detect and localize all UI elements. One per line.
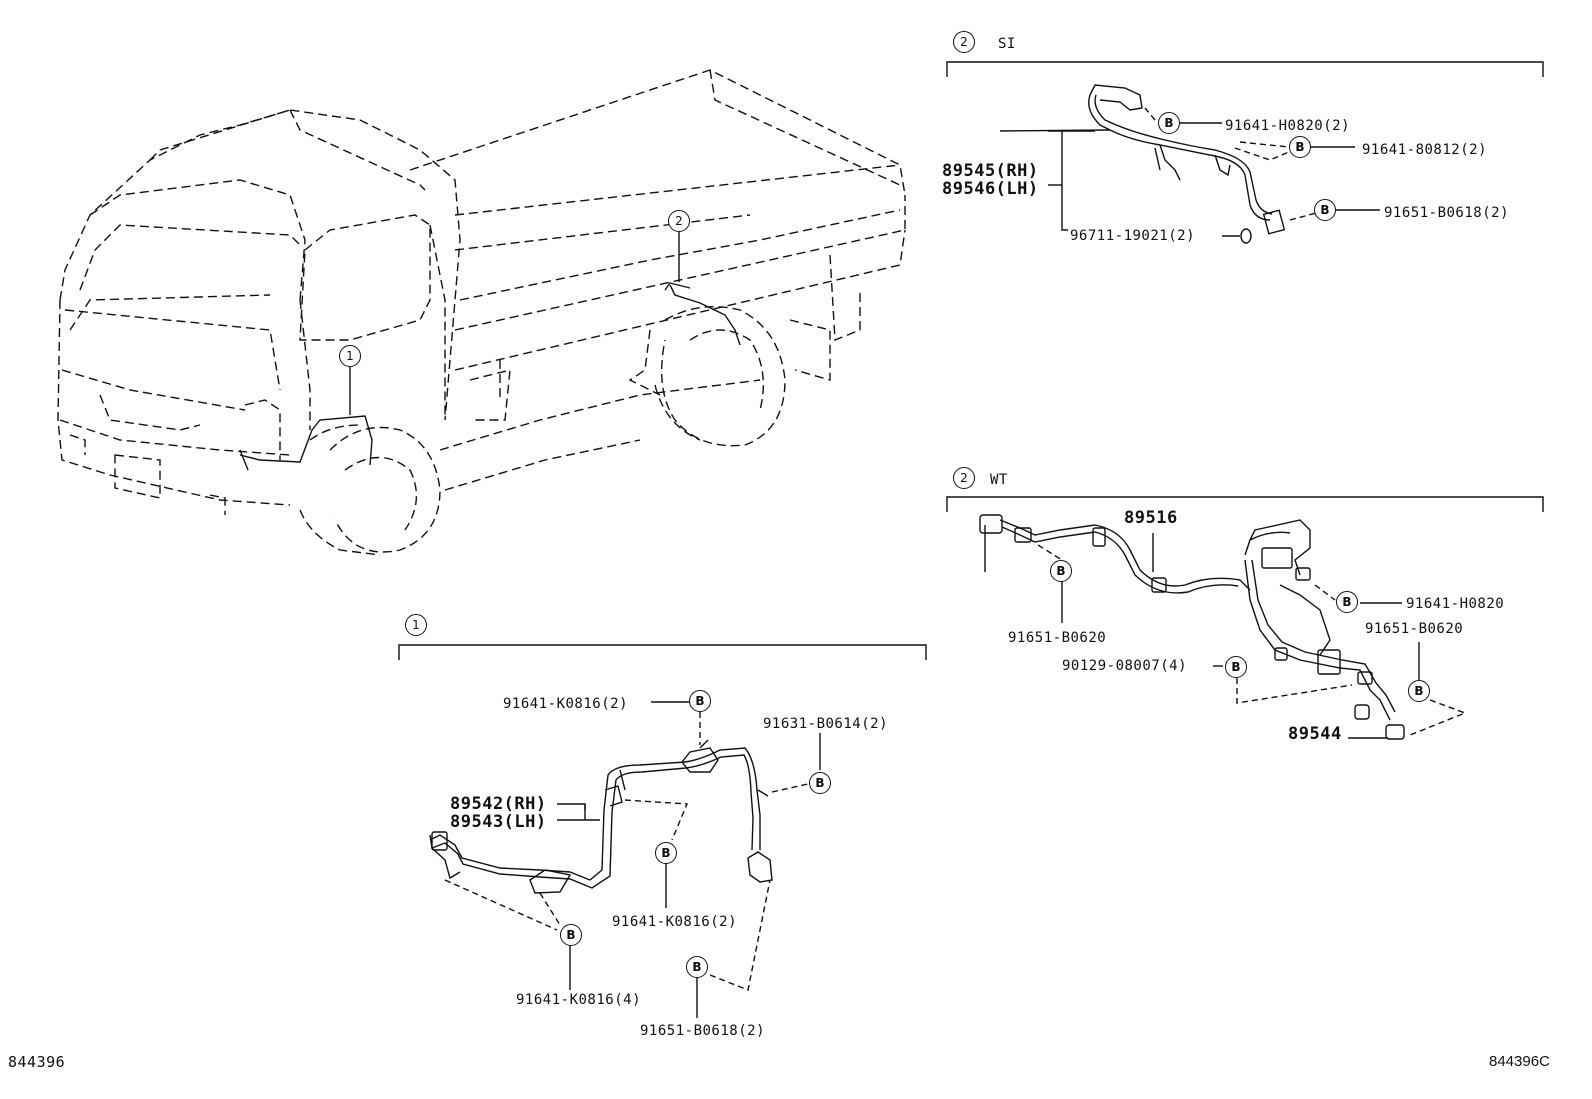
bolt-symbol-s1-2: B	[809, 772, 831, 794]
part-label-s1-p5: 91651-B0618(2)	[640, 1023, 766, 1039]
part-label-s1-p3: 91641-K0816(2)	[612, 914, 738, 930]
bolt-symbol-si-1: B	[1158, 112, 1180, 134]
section-wt-title: WT	[990, 472, 1008, 488]
bolt-symbol-wt-4: B	[1408, 680, 1430, 702]
part-label-wt-p4: 90129-08007(4)	[1062, 658, 1188, 674]
part-label-wt-p1: 91651-B0620	[1008, 630, 1107, 646]
part-label-s1-p1: 91641-K0816(2)	[503, 696, 629, 712]
truck-sensor-wires	[239, 232, 741, 471]
footer-left-code: 844396	[8, 1053, 66, 1071]
truck-callout-2: 2	[668, 210, 690, 232]
part-label-wt-p2: 91641-H0820	[1406, 596, 1505, 612]
part-label-si-harness-rh: 89545(RH)	[942, 161, 1039, 181]
bolt-symbol-s1-3: B	[655, 842, 677, 864]
section-wt-harness	[979, 514, 1405, 740]
bolt-symbol-si-3: B	[1314, 199, 1336, 221]
bolt-symbol-wt-3: B	[1225, 656, 1247, 678]
section-si-harness	[1088, 84, 1286, 244]
section-1-harness	[429, 739, 773, 894]
part-label-si-p2: 91641-80812(2)	[1362, 142, 1488, 158]
part-label-s1-p4: 91641-K0816(4)	[516, 992, 642, 1008]
footer-right-code: 844396C	[1489, 1053, 1550, 1070]
section-si-frame	[946, 61, 1544, 77]
part-label-si-harness-lh: 89546(LH)	[942, 179, 1039, 199]
part-label-si-p1: 91641-H0820(2)	[1225, 118, 1351, 134]
section-si-ref: 2	[953, 31, 975, 53]
part-label-s1-harness-rh: 89542(RH)	[450, 794, 547, 814]
bolt-symbol-s1-4: B	[560, 924, 582, 946]
section-wt-ref: 2	[953, 467, 975, 489]
bolt-symbol-s1-1: B	[689, 690, 711, 712]
part-label-wt-harness: 89516	[1124, 508, 1178, 528]
section-1-ref: 1	[405, 614, 427, 636]
bolt-symbol-s1-5: B	[686, 956, 708, 978]
truck-callout-1: 1	[339, 345, 361, 367]
part-label-wt-p3: 91651-B0620	[1365, 621, 1464, 637]
part-label-s1-p2: 91631-B0614(2)	[763, 716, 889, 732]
section-wt-leaders	[1037, 533, 1467, 739]
section-1-frame	[398, 644, 927, 660]
bolt-symbol-si-2: B	[1289, 136, 1311, 158]
bolt-symbol-wt-1: B	[1050, 560, 1072, 582]
part-label-si-p3: 91651-B0618(2)	[1384, 205, 1510, 221]
bolt-symbol-wt-2: B	[1336, 591, 1358, 613]
section-si-title: SI	[998, 36, 1016, 52]
truck-illustration	[57, 69, 906, 556]
part-label-si-p4: 96711-19021(2)	[1070, 228, 1196, 244]
part-label-wt-sensor: 89544	[1288, 724, 1342, 744]
section-1-leaders	[444, 701, 821, 1018]
section-wt-frame	[946, 496, 1544, 512]
part-label-s1-harness-lh: 89543(LH)	[450, 812, 547, 832]
